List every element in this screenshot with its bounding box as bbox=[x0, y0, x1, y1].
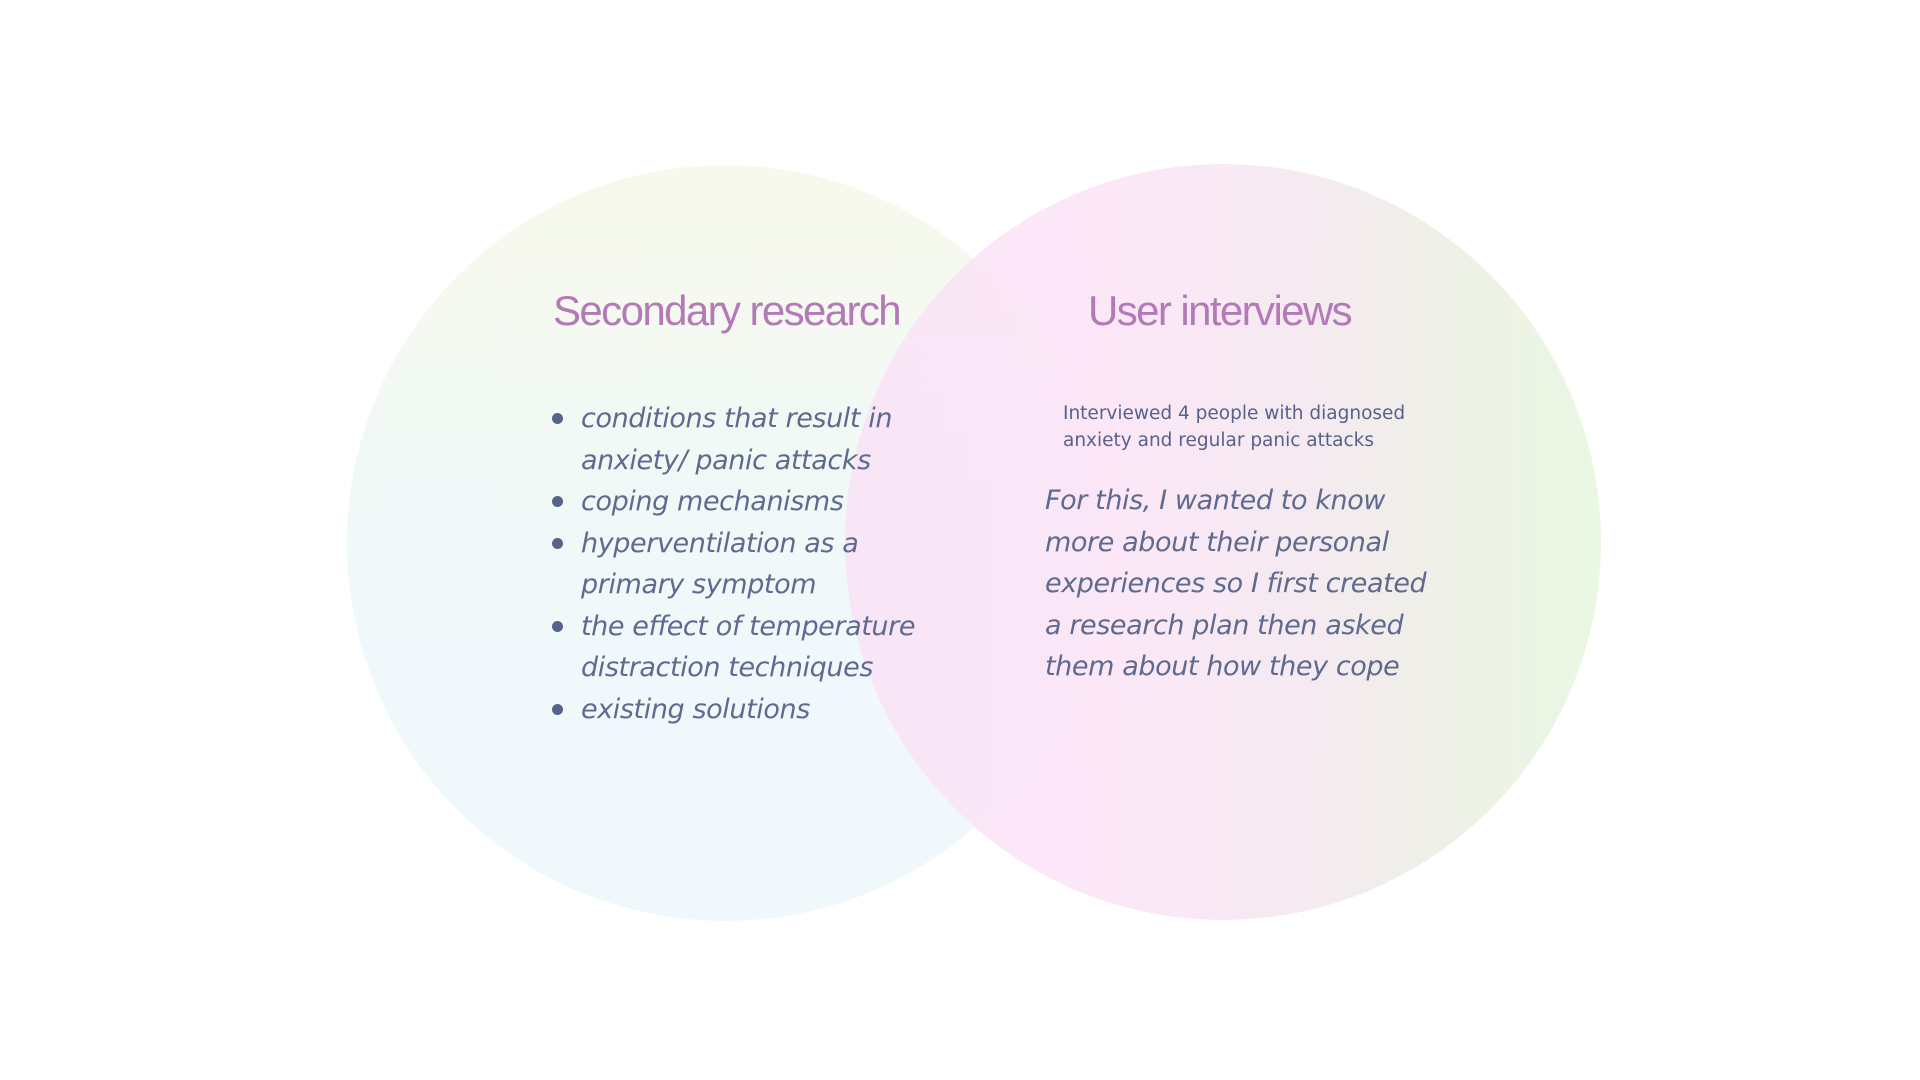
list-item: hyperventilation as a primary symptom bbox=[551, 523, 951, 606]
interview-description-line: For this, I wanted to know bbox=[1045, 485, 1386, 516]
interview-description-line: them about how they cope bbox=[1045, 651, 1400, 682]
list-item-line: existing solutions bbox=[581, 693, 810, 725]
bullet-icon bbox=[552, 413, 563, 424]
interview-summary-line: Interviewed 4 people with diagnosed bbox=[1063, 403, 1406, 424]
interview-description-line: more about their personal bbox=[1045, 526, 1389, 558]
list-item-line: anxiety/ panic attacks bbox=[581, 444, 871, 476]
interview-summary: Interviewed 4 people with diagnosed anxi… bbox=[1063, 400, 1463, 454]
secondary-research-list: conditions that result in anxiety/ panic… bbox=[551, 398, 951, 730]
bullet-icon bbox=[552, 537, 563, 549]
bullet-icon bbox=[552, 703, 563, 715]
user-interviews-circle bbox=[845, 164, 1601, 920]
interview-description: For this, I wanted to know more about th… bbox=[1045, 480, 1465, 688]
list-item: existing solutions bbox=[551, 689, 951, 731]
list-item: conditions that result in anxiety/ panic… bbox=[551, 398, 951, 481]
list-item-line: the effect of temperature bbox=[581, 610, 916, 642]
user-interviews-title: User interviews bbox=[1088, 287, 1353, 334]
bullet-icon bbox=[552, 620, 563, 632]
list-item-line: hyperventilation as a bbox=[581, 527, 859, 559]
list-item-line: coping mechanisms bbox=[581, 486, 844, 517]
bullet-icon bbox=[552, 496, 563, 507]
interview-summary-line: anxiety and regular panic attacks bbox=[1063, 430, 1375, 451]
list-item-line: primary symptom bbox=[581, 569, 817, 600]
secondary-research-title: Secondary research bbox=[553, 287, 902, 334]
list-item-line: distraction techniques bbox=[581, 652, 873, 683]
list-item: the effect of temperature distraction te… bbox=[551, 606, 951, 689]
interview-description-line: experiences so I first created bbox=[1045, 568, 1427, 599]
list-item-line: conditions that result in bbox=[581, 403, 893, 434]
interview-description-line: a research plan then asked bbox=[1045, 609, 1404, 641]
list-item: coping mechanisms bbox=[551, 481, 951, 523]
